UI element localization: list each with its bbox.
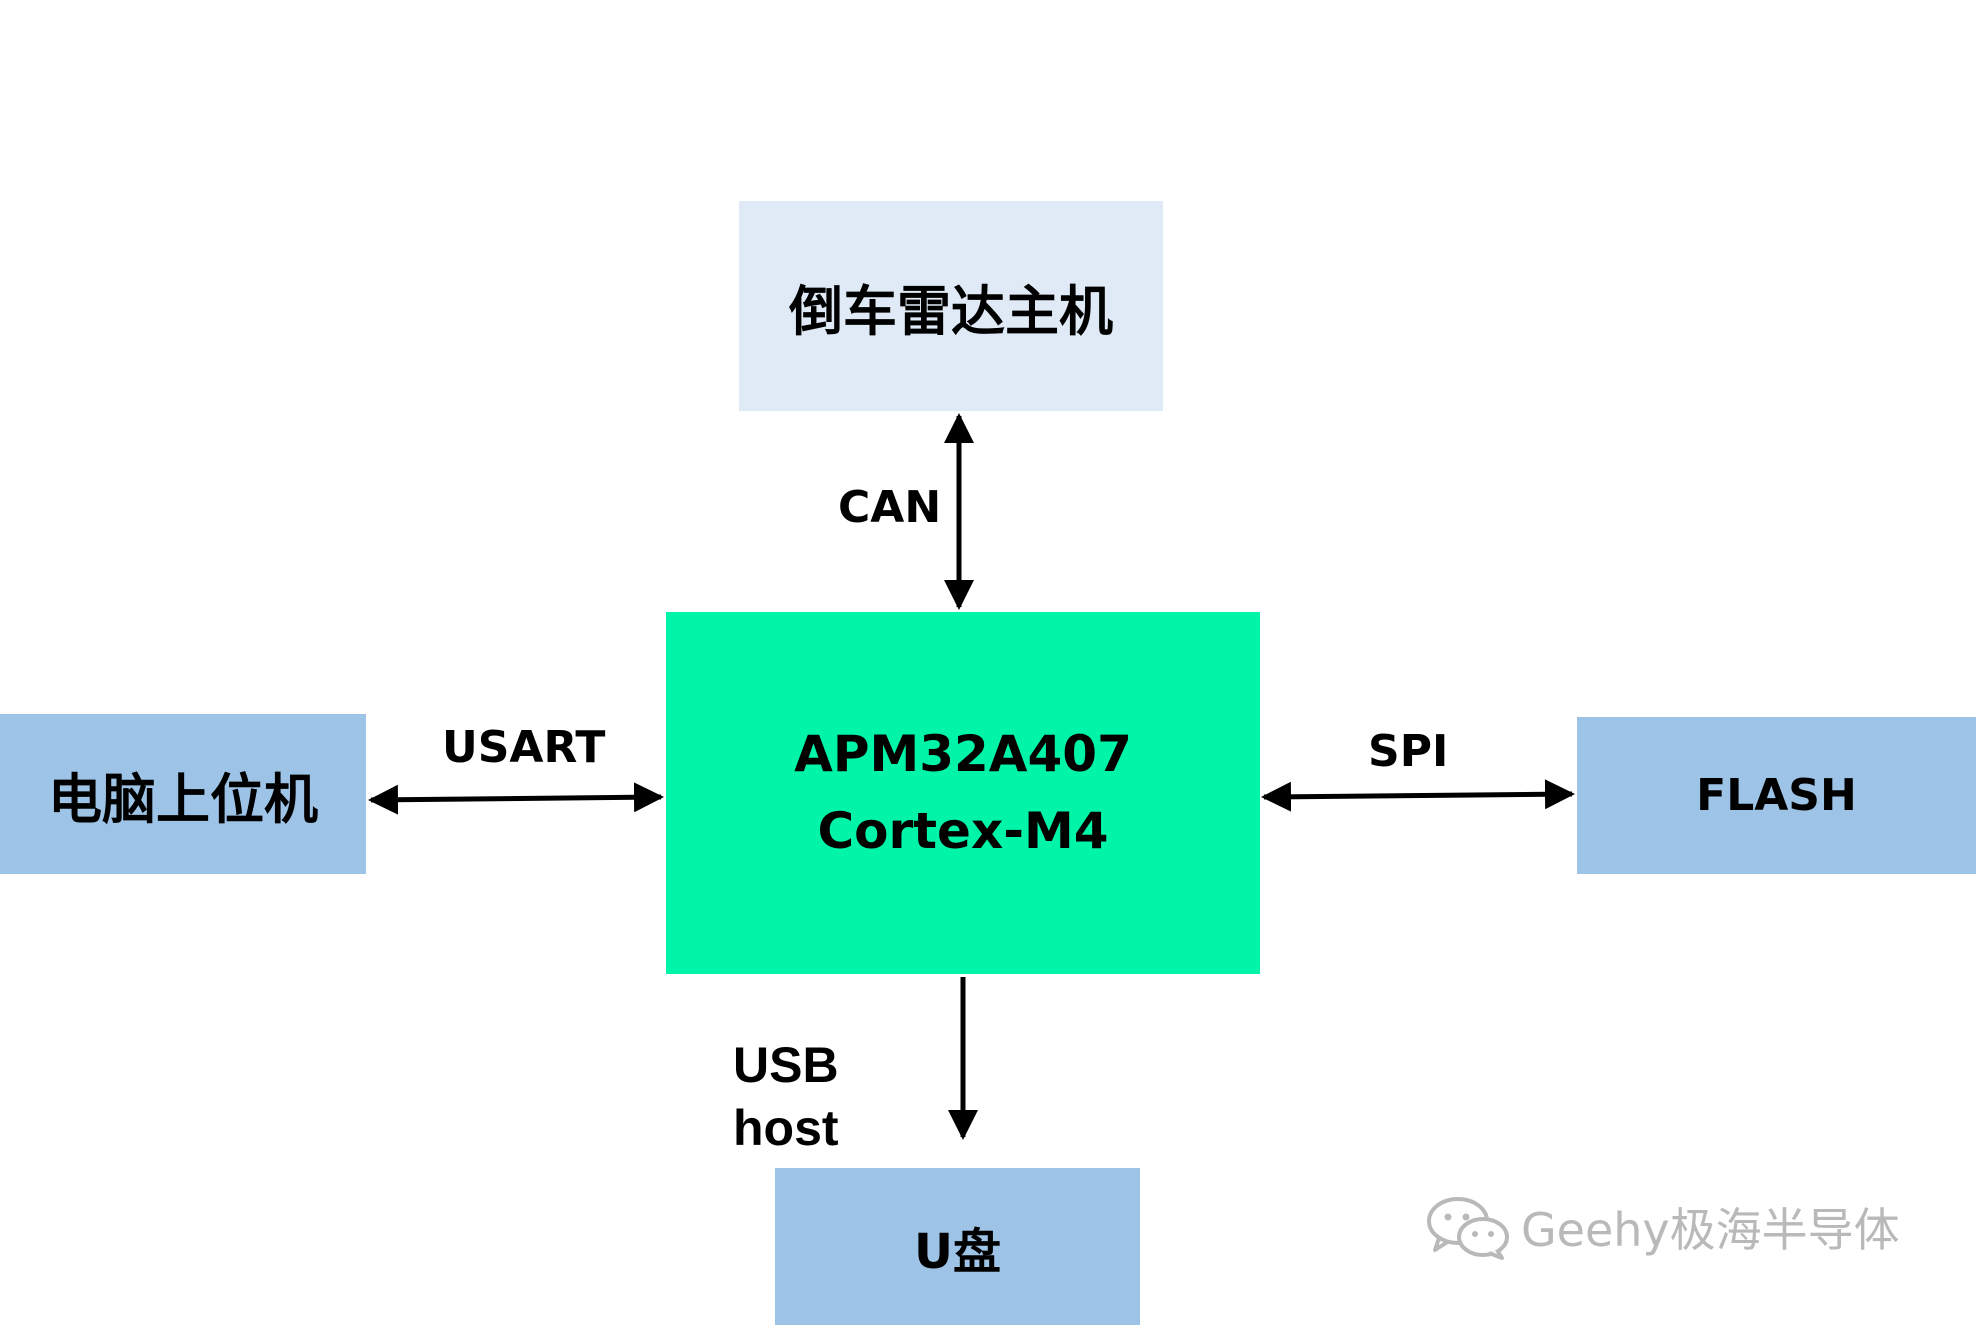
wechat-icon [1427,1197,1509,1260]
pc-host-label: 电脑上位机 [48,767,318,831]
udisk-box: U盘 [775,1168,1140,1325]
mcu-model-label: APM32A407 [794,724,1132,783]
flash-box: FLASH [1577,717,1976,874]
radar-host-box: 倒车雷达主机 [739,201,1163,411]
mcu-core-label: Cortex-M4 [817,802,1109,860]
flash-label: FLASH [1696,770,1857,821]
udisk-label: U盘 [914,1223,1001,1280]
usb-host-label: USB host [733,1034,839,1159]
usb-label-line1: USB [733,1037,839,1093]
usart-label: USART [442,722,606,773]
watermark-text: Geehy极海半导体 [1521,1203,1900,1257]
pc-host-box: 电脑上位机 [0,714,366,874]
usart-arrow [368,782,664,815]
mcu-box: APM32A407 Cortex-M4 [666,612,1260,974]
spi-label: SPI [1368,726,1449,777]
watermark: Geehy极海半导体 [1425,1192,1900,1262]
can-label: CAN [838,482,942,533]
usb-label-line2: host [733,1099,839,1156]
radar-host-label: 倒车雷达主机 [789,279,1113,343]
spi-arrow [1261,779,1575,812]
